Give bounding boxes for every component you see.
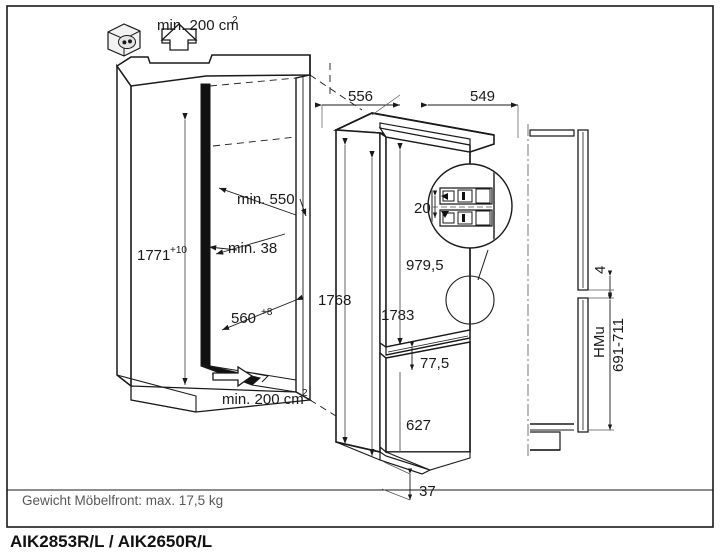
vent-top-sup: 2 [232, 15, 238, 26]
dim-panel-gap: 4 [592, 266, 609, 274]
appliance-dimensions: 556 549 1768 1783 979,5 77,5 627 37 [314, 88, 519, 501]
model-line: AIK2853R/L / AIK2650R/L [10, 532, 212, 551]
dim-niche-width-sup: +8 [261, 307, 273, 318]
note-vent-top: min. 200 cm 2 [157, 15, 239, 34]
airflow-arrow-right-icon [212, 365, 270, 388]
dim-door-gap: 77,5 [420, 355, 449, 372]
dim-niche-width: 560 [231, 310, 256, 327]
dim-lower-door-height: 627 [406, 417, 431, 434]
door-panel-section-view [527, 124, 589, 456]
hinge-detail-contents [431, 165, 495, 247]
section-dimensions: 4 HMu 691-711 [588, 266, 627, 431]
dim-appliance-height-a: 1768 [318, 292, 351, 309]
dim-niche-height: 1771 [137, 247, 170, 264]
dim-hinge-detail: 20 [414, 200, 431, 217]
dim-appliance-width: 556 [348, 88, 373, 105]
weight-footnote: Gewicht Möbelfront: max. 17,5 kg [22, 493, 223, 508]
dim-niche-depth-min: min. 550 [237, 191, 295, 208]
dim-plinth-depth: 37 [419, 483, 436, 500]
vent-bottom-label: min. 200 cm [222, 391, 304, 408]
vent-bottom-sup: 2 [302, 388, 308, 399]
power-socket-icon [107, 23, 141, 57]
dim-niche-gap-min: min. 38 [228, 240, 277, 257]
cabinet-niche-view [107, 23, 363, 433]
hinge-detail-callout: 20 [414, 163, 513, 325]
dim-hmu-label: HMu [591, 326, 608, 358]
dim-upper-door-height: 979,5 [406, 257, 444, 274]
airflow-arrow-up-icon [160, 23, 198, 51]
dim-appliance-height-b: 1783 [381, 307, 414, 324]
dim-niche-height-sup: +10 [170, 245, 187, 256]
dim-appliance-depth: 549 [470, 88, 495, 105]
drawing-frame [6, 5, 714, 528]
vent-top-label: min. 200 cm [157, 17, 239, 34]
dim-hmu-range: 691-711 [610, 318, 627, 372]
note-vent-bottom: min. 200 cm 2 [222, 388, 308, 408]
niche-dimensions: 1771 +10 min. 550 min. 38 560 +8 [137, 112, 307, 385]
